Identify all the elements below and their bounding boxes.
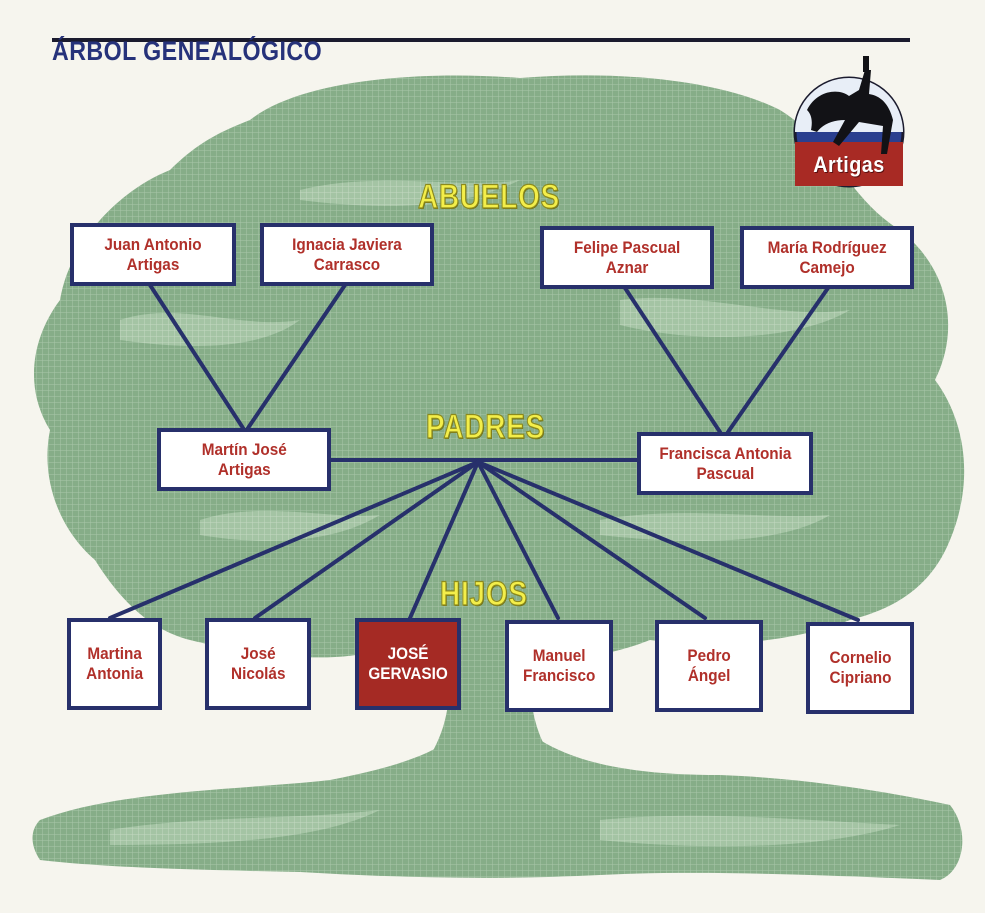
title-underline [52,38,910,42]
child-name: Cornelio Cipriano [828,648,892,687]
parent-name: Francisca Antonia Pascual [658,443,792,483]
connector-line [476,460,707,620]
connector-line [726,286,830,434]
connector-line [253,460,480,620]
child-name: Manuel Francisco [522,646,596,685]
grandparent-box: Ignacia Javiera Carrasco [260,223,434,286]
logo-label: Artigas [813,152,885,177]
connector-line [476,460,860,622]
parent-box: Martín José Artigas [157,428,331,491]
grandparent-name: Felipe Pascual Aznar [573,237,681,277]
level-label-padres: PADRES [426,407,546,446]
connector-line [108,460,480,620]
grandparent-name: Juan Antonio Artigas [104,234,202,274]
child-box: Martina Antonia [67,618,162,710]
connector-line [246,283,347,430]
connector-line [408,460,480,620]
tree-trunk [400,560,590,800]
page-title: ÁRBOL GENEALÓGICO [52,36,323,66]
connector-line [623,286,722,434]
child-box-highlighted: JOSÉ GERVASIO [355,618,461,710]
child-name: Pedro Ángel [687,646,731,685]
grandparent-box: María Rodríguez Camejo [740,226,914,289]
child-box: Manuel Francisco [505,620,613,712]
child-box: Cornelio Cipriano [806,622,914,714]
grandparent-name: Ignacia Javiera Carrasco [292,234,402,274]
connector-line [148,283,245,430]
connector-line [476,460,560,620]
child-name: Martina Antonia [86,644,143,683]
grandparent-box: Felipe Pascual Aznar [540,226,714,289]
child-name: José Nicolás [230,644,286,683]
child-name: JOSÉ GERVASIO [368,644,448,683]
grandparent-box: Juan Antonio Artigas [70,223,236,286]
grandparent-name: María Rodríguez Camejo [767,237,887,277]
parent-box: Francisca Antonia Pascual [637,432,813,495]
child-box: José Nicolás [205,618,311,710]
horse-rider-icon [793,56,905,188]
level-label-hijos: HIJOS [440,574,528,613]
parent-name: Martín José Artigas [201,439,287,479]
level-label-abuelos: ABUELOS [418,177,561,216]
child-box: Pedro Ángel [655,620,763,712]
